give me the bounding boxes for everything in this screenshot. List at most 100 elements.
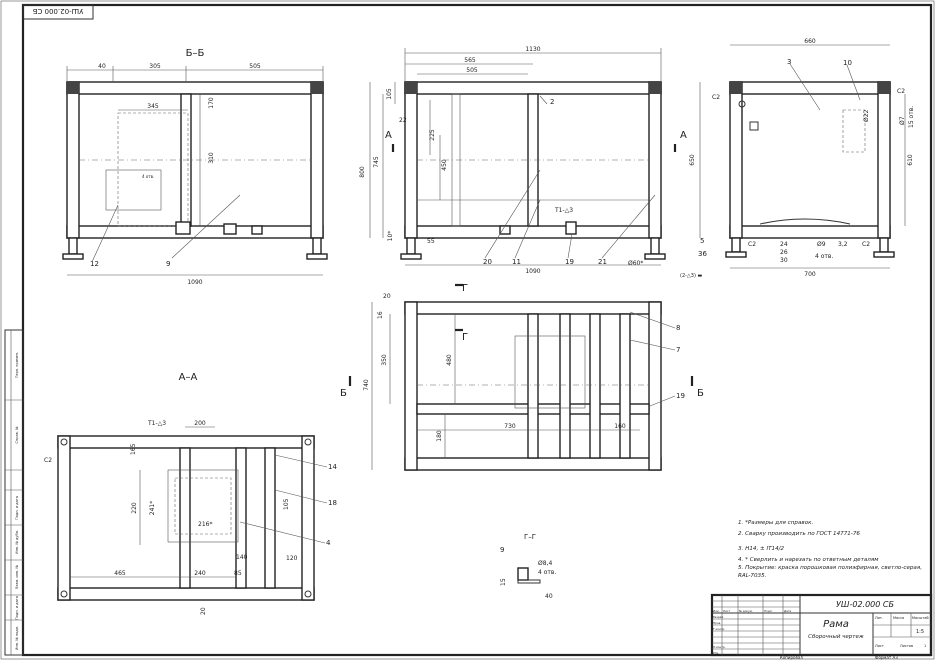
tb-row-docnum: № докум. bbox=[739, 609, 753, 613]
strip-label-3: Подп. и дата bbox=[15, 496, 19, 520]
top-dim-16: 16 bbox=[377, 311, 384, 319]
bb-dim-1090: 1090 bbox=[187, 279, 202, 286]
view-top: 20 16 350 740 480 180 730 160 Г Г Б Б 8 … bbox=[340, 283, 704, 471]
side-dim-d22: Ø22 bbox=[863, 109, 870, 122]
aa-label-18: 18 bbox=[328, 499, 337, 507]
front-dim-105: 105 bbox=[386, 88, 393, 100]
tb-row-sign: Подп. bbox=[764, 609, 773, 613]
front-dim-800: 800 bbox=[359, 166, 366, 178]
doc-code-rotated: УШ-02.000 СБ bbox=[32, 7, 83, 15]
gg-dim-d8-4: Ø8,4 bbox=[538, 560, 552, 567]
note-6: RAL-7035. bbox=[738, 573, 767, 579]
top-dim-20: 20 bbox=[383, 293, 391, 300]
front-dim-55: 55 bbox=[427, 238, 435, 245]
side-label-10: 10 bbox=[843, 59, 852, 67]
side-dim-650: 650 bbox=[689, 154, 696, 166]
side-dim-c2-d: C2 bbox=[862, 241, 870, 248]
note-4: 4. * Сверлить и нарезать по ответным дет… bbox=[738, 557, 879, 563]
tb-row-nkontr: Н.контр. bbox=[713, 645, 726, 649]
tb-row-tkontr: Т.контр. bbox=[712, 627, 725, 631]
note-1: 1. *Размеры для справок. bbox=[738, 520, 813, 526]
front-weld-note: T1-△3 bbox=[554, 207, 573, 214]
strip-label-2: Справ. № bbox=[15, 426, 19, 443]
front-dim-225: 225 bbox=[429, 129, 436, 141]
bb-dim-345: 345 bbox=[147, 103, 159, 110]
tb-row-date: Дата bbox=[784, 609, 792, 613]
top-section-mark-b-right: Б bbox=[697, 388, 704, 399]
aa-dim-c2: C2 bbox=[44, 457, 52, 464]
top-section-mark-b-left: Б bbox=[340, 388, 347, 399]
top-dim-350: 350 bbox=[381, 354, 388, 366]
side-dim-d7: Ø7 bbox=[899, 116, 906, 125]
aa-dim-85: 85 bbox=[234, 570, 242, 577]
tb-row-izm: Изм. bbox=[713, 609, 720, 613]
aa-dim-165: 165 bbox=[130, 443, 137, 455]
tb-row-razrab: Разраб. bbox=[713, 615, 724, 619]
note-5: 5. Покрытие: краска порошковая полиэфирн… bbox=[738, 565, 922, 571]
title-block-col-lit: Лит. bbox=[875, 616, 883, 620]
front-dim-450: 450 bbox=[441, 159, 448, 171]
view-section-bb: Б–Б 40 305 505 345 170 310 bbox=[62, 48, 328, 286]
top-dim-160: 160 bbox=[614, 423, 626, 430]
aa-dim-220: 220 bbox=[131, 502, 138, 514]
bb-dim-305: 305 bbox=[149, 63, 161, 70]
view-section-gg: Г–Г 9 Ø8,4 4 отв. 15 40 bbox=[500, 533, 556, 600]
front-dim-22: 22 bbox=[399, 117, 407, 124]
title-block-scale-value: 1:5 bbox=[916, 629, 924, 635]
side-dim-700: 700 bbox=[804, 271, 816, 278]
side-dim-c2-a: C2 bbox=[712, 94, 720, 101]
aa-dim-465: 465 bbox=[114, 570, 126, 577]
strip-label-5: Взам. инв. № bbox=[15, 565, 19, 589]
top-dim-740: 740 bbox=[363, 379, 370, 391]
side-strip: Перв. примен. Справ. № Подп. и дата Инв.… bbox=[4, 329, 24, 656]
side-dim-30: 30 bbox=[780, 257, 788, 264]
aa-weld-note: T1-△3 bbox=[147, 420, 166, 427]
title-block-col-mass: Масса bbox=[893, 616, 904, 620]
aa-label-4: 4 bbox=[326, 539, 331, 547]
front-label-2: 2 bbox=[550, 98, 554, 106]
aa-label-14: 14 bbox=[328, 463, 337, 471]
front-dim-1090: 1090 bbox=[525, 268, 540, 275]
strip-label-6: Подп. и дата bbox=[15, 596, 19, 620]
section-aa-title: А–А bbox=[179, 372, 198, 383]
top-section-mark-g-b: Г bbox=[462, 332, 468, 343]
side-dim-4-holes: 4 отв. bbox=[815, 253, 833, 260]
front-dim-d60: Ø60* bbox=[628, 260, 643, 267]
bb-dim-170: 170 bbox=[208, 97, 215, 109]
side-dim-15-holes: 15 отв. bbox=[908, 106, 915, 128]
bb-dim-505: 505 bbox=[249, 63, 261, 70]
gg-dim-40: 40 bbox=[545, 593, 553, 600]
side-dim-24: 24 bbox=[780, 241, 788, 248]
bb-dim-40: 40 bbox=[98, 63, 106, 70]
side-dim-5: 5 bbox=[700, 237, 704, 245]
side-dim-610: 610 bbox=[907, 154, 914, 166]
front-label-11: 11 bbox=[512, 258, 521, 266]
strip-label-4: Инв. № дубл. bbox=[15, 530, 19, 554]
top-label-8: 8 bbox=[676, 324, 680, 332]
side-dim-d9: Ø9 bbox=[817, 241, 826, 248]
top-label-7: 7 bbox=[676, 346, 680, 354]
title-block-name: Рама bbox=[823, 619, 849, 630]
aa-dim-140: 140 bbox=[236, 554, 248, 561]
title-block-sheets: Листов bbox=[900, 644, 913, 648]
aa-dim-105: 105 bbox=[283, 498, 290, 510]
view-front: 1130 565 505 800 745 105 10* 22 225 450 … bbox=[359, 46, 703, 279]
copied-label: Копировал bbox=[780, 655, 803, 660]
title-block-sheets-value: 1 bbox=[924, 644, 926, 648]
strip-label-7: Инв. № подл. bbox=[15, 626, 19, 650]
bb-dim-310: 310 bbox=[208, 152, 215, 164]
title-block: УШ-02.000 СБ Рама Сборочный чертеж Лит. … bbox=[710, 593, 933, 657]
side-dim-c2-b: C2 bbox=[897, 88, 905, 95]
side-dim-c2-c: C2 bbox=[748, 241, 756, 248]
front-weld-note-2: (2-△3) ▬ bbox=[680, 273, 703, 279]
side-dim-36: 36 bbox=[698, 250, 707, 258]
front-label-19: 19 bbox=[565, 258, 574, 266]
format-label: Формат А3 bbox=[875, 655, 898, 660]
title-block-sheet: Лист bbox=[875, 644, 884, 648]
bb-weld-note: 4 отв. bbox=[142, 174, 154, 179]
aa-dim-216: 216* bbox=[198, 521, 212, 528]
top-dim-480: 480 bbox=[446, 354, 453, 366]
title-block-designation: УШ-02.000 СБ bbox=[836, 600, 894, 609]
front-dim-745: 745 bbox=[373, 156, 380, 168]
